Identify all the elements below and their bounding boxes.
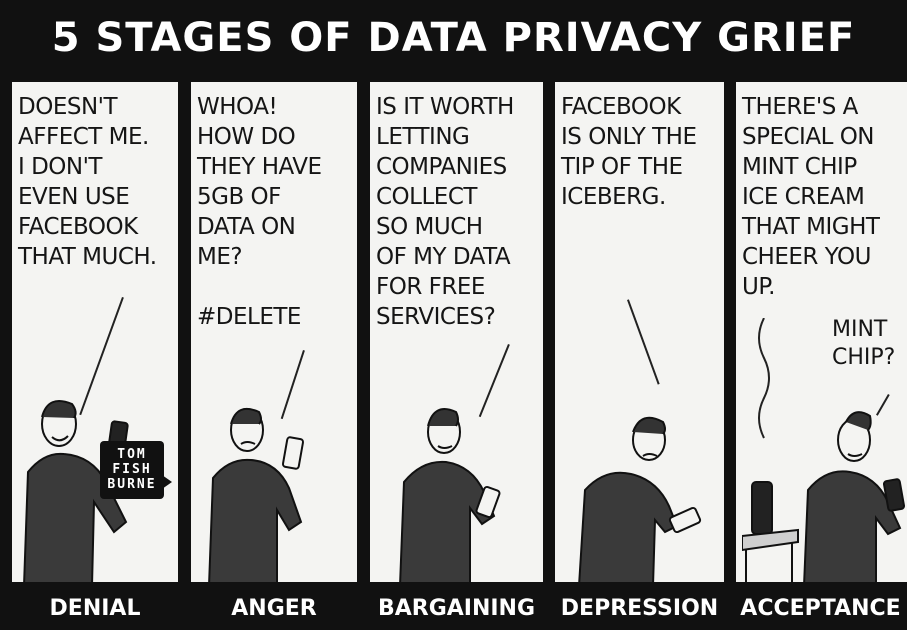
label-acceptance: ACCEPTANCE (734, 586, 907, 630)
caption-anger: WHOA! HOW DO THEY HAVE 5GB OF DATA ON ME… (197, 94, 322, 330)
signature-line-3: BURNE (107, 477, 157, 492)
label-anger: ANGER (189, 586, 359, 630)
man-with-phone-figure (399, 408, 501, 582)
man-with-phone-figure (208, 408, 305, 582)
panel-anger: WHOA! HOW DO THEY HAVE 5GB OF DATA ON ME… (189, 80, 359, 584)
signature-line-1: TOM (117, 447, 147, 462)
label-denial: DENIAL (10, 586, 180, 630)
panel-denial: DOESN'T AFFECT ME. I DON'T EVEN USE FACE… (10, 80, 180, 584)
caption-acceptance: THERE'S A SPECIAL ON MINT CHIP ICE CREAM… (742, 94, 880, 300)
signature-box: TOM FISH BURNE (100, 441, 164, 499)
caption-depression: FACEBOOK IS ONLY THE TIP OF THE ICEBERG. (561, 94, 697, 210)
mint-reply-caption: MINT CHIP? (832, 317, 896, 370)
signature-line-2: FISH (112, 462, 152, 477)
signature-tail (162, 475, 172, 489)
title-bar: 5 STAGES OF DATA PRIVACY GRIEF (0, 0, 907, 76)
man-with-phone-figure (803, 411, 906, 582)
smart-speaker-figure (742, 318, 799, 582)
caption-bargaining: IS IT WORTH LETTING COMPANIES COLLECT SO… (376, 94, 514, 330)
panel-depression: FACEBOOK IS ONLY THE TIP OF THE ICEBERG. (553, 80, 726, 584)
man-with-phone-figure (578, 416, 702, 582)
caption-denial: DOESN'T AFFECT ME. I DON'T EVEN USE FACE… (18, 94, 157, 270)
panel-acceptance: THERE'S A SPECIAL ON MINT CHIP ICE CREAM… (734, 80, 907, 584)
comic-title: 5 STAGES OF DATA PRIVACY GRIEF (51, 15, 856, 61)
panel-bargaining: IS IT WORTH LETTING COMPANIES COLLECT SO… (368, 80, 545, 584)
speech-line (627, 299, 660, 385)
label-bargaining: BARGAINING (368, 586, 545, 630)
label-depression: DEPRESSION (553, 586, 726, 630)
